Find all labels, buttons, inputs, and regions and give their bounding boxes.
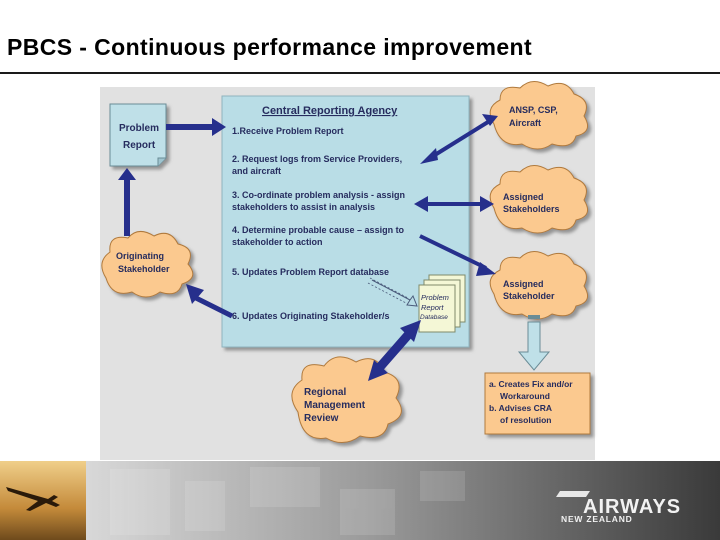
down-arrow-icon (517, 315, 551, 371)
database-label-1: Problem (421, 293, 449, 302)
ansp-csp-aircraft-cloud (489, 81, 589, 150)
resolution-box (484, 372, 591, 435)
arrow-cra-ansp (428, 120, 490, 160)
assigned2-label-2: Stakeholder (503, 291, 555, 301)
airways-logo-mark (556, 491, 590, 497)
cra-title: Central Reporting Agency (262, 105, 398, 117)
resolution-line-4: of resolution (500, 415, 551, 425)
arrow-cra-assigned-stakeholder (419, 234, 487, 270)
assigned-stakeholders-cloud (489, 165, 589, 234)
arrow-report-to-cra (166, 118, 226, 136)
problem-report-label-2: Report (123, 140, 156, 151)
originating-label-1: Originating (116, 251, 164, 261)
cra-step-3a: 3. Co-ordinate problem analysis - assign (232, 190, 405, 200)
resolution-line-3: b. Advises CRA (489, 403, 552, 413)
assigned1-label-1: Assigned (503, 192, 544, 202)
database-label-2: Report (421, 303, 444, 312)
cra-step-2a: 2. Request logs from Service Providers, (232, 154, 402, 164)
problem-report-label-1: Problem (119, 123, 159, 134)
cra-step-4b: stakeholder to action (232, 237, 323, 247)
airways-logo-subtitle: NEW ZEALAND (561, 514, 633, 524)
cra-step-2b: and aircraft (232, 166, 281, 176)
database-label-3: Database (420, 314, 448, 321)
problem-report-document (109, 103, 167, 167)
cra-step-5: 5. Updates Problem Report database (232, 267, 389, 277)
ansp-label-1: ANSP, CSP, (509, 105, 558, 115)
cra-step-1: 1.Receive Problem Report (232, 126, 344, 136)
resolution-line-2: Workaround (500, 391, 550, 401)
regional-label-3: Review (304, 413, 339, 424)
airways-logo: AIRWAYS (583, 496, 682, 518)
arrow-cra-to-originating (194, 295, 234, 319)
originating-stakeholder-cloud (101, 231, 194, 298)
cra-step-6: 6. Updates Originating Stakeholder/s (232, 311, 390, 321)
footer-band (0, 461, 720, 540)
regional-label-2: Management (304, 400, 366, 411)
problem-report-database (418, 274, 466, 333)
cra-step-4a: 4. Determine probable cause – assign to (232, 225, 405, 235)
airplane-icon (6, 487, 60, 511)
footer-pattern (110, 467, 465, 535)
cra-step-3b: stakeholders to assist in analysis (232, 202, 375, 212)
database-update-arrow (371, 279, 418, 307)
assigned1-label-2: Stakeholders (503, 204, 560, 214)
arrow-originating-to-report (118, 168, 136, 236)
resolution-line-1: a. Creates Fix and/or (489, 379, 573, 389)
assigned2-label-1: Assigned (503, 279, 544, 289)
title-divider (0, 72, 720, 74)
originating-label-2: Stakeholder (118, 264, 170, 274)
arrow-cra-regional (376, 332, 412, 370)
ansp-label-2: Aircraft (509, 118, 541, 128)
regional-label-1: Regional (304, 387, 346, 398)
page-title: PBCS - Continuous performance improvemen… (7, 34, 533, 60)
